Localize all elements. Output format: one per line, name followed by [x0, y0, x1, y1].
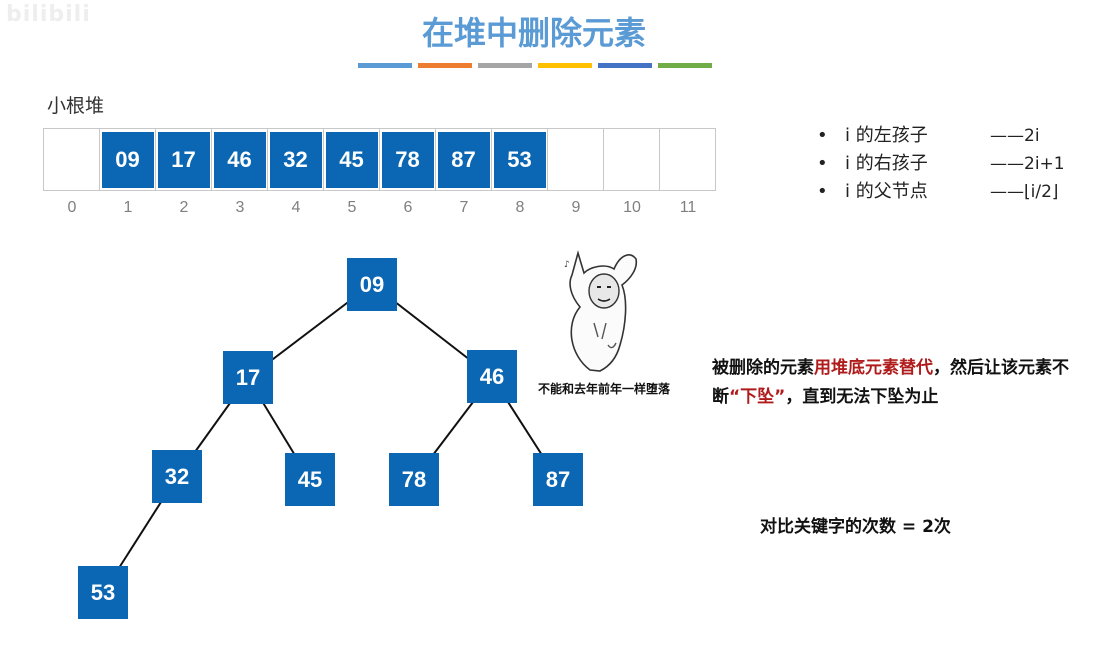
rule-label: i 的右孩子 — [845, 153, 928, 174]
stripe — [358, 63, 412, 68]
stripe — [418, 63, 472, 68]
array-cell — [43, 128, 100, 191]
tree-node: 32 — [152, 450, 202, 503]
tree-node: 53 — [78, 566, 128, 619]
rule-parent: • i 的父节点 ——⌊i/2⌋ — [817, 178, 1065, 206]
array-value: 46 — [213, 131, 266, 188]
tree-node: 09 — [347, 258, 397, 311]
title-color-stripes — [358, 63, 712, 68]
svg-text:♪: ♪ — [564, 260, 570, 270]
array-index: 0 — [67, 199, 77, 216]
array-index: 4 — [291, 199, 301, 216]
array-value: 45 — [325, 131, 378, 188]
bullet-icon: • — [817, 153, 828, 174]
array-value: 32 — [269, 131, 322, 188]
desc-emphasis: 用堆底元素替代 — [814, 358, 933, 378]
rule-label: i 的父节点 — [845, 181, 928, 202]
array-cell — [547, 128, 604, 191]
meme-caption: 不能和去年前年一样堕落 — [538, 382, 671, 396]
array-cell: 87 — [435, 128, 492, 191]
heap-array: 09 17 46 32 45 78 87 53 — [43, 128, 716, 191]
tree-node: 45 — [285, 453, 335, 506]
bilibili-watermark: bilibili — [6, 2, 91, 27]
array-index: 3 — [235, 199, 245, 216]
stripe — [658, 63, 712, 68]
array-index: 7 — [459, 199, 469, 216]
array-cell: 17 — [155, 128, 212, 191]
bullet-icon: • — [817, 181, 828, 202]
desc-text: ，然后让该元素不断 — [712, 358, 1069, 407]
array-index: 1 — [123, 199, 133, 216]
rule-formula: ——⌊i/2⌋ — [990, 182, 1059, 202]
array-value: 17 — [157, 131, 210, 188]
bullet-icon: • — [817, 125, 828, 146]
rule-right-child: • i 的右孩子 ——2i+1 — [817, 150, 1065, 178]
meme-sticker-image: ♪ — [564, 250, 638, 372]
array-cell: 45 — [323, 128, 380, 191]
page-title: 在堆中删除元素 — [421, 14, 646, 52]
array-cell: 78 — [379, 128, 436, 191]
array-value: 87 — [437, 131, 490, 188]
array-index: 11 — [679, 199, 697, 216]
tree-node: 78 — [389, 453, 439, 506]
stripe — [478, 63, 532, 68]
tree-node: 46 — [467, 350, 517, 403]
array-index: 8 — [515, 199, 525, 216]
array-index: 5 — [347, 199, 357, 216]
tree-node: 17 — [223, 351, 273, 404]
array-cell: 46 — [211, 128, 268, 191]
desc-text: ，直到无法下坠为止 — [785, 387, 939, 407]
rule-left-child: • i 的左孩子 ——2i — [817, 122, 1065, 150]
array-indices: 0 1 2 3 4 5 6 7 8 9 10 11 — [44, 199, 716, 217]
rule-label: i 的左孩子 — [845, 125, 928, 146]
array-value: 09 — [101, 131, 154, 188]
array-index: 6 — [403, 199, 413, 216]
desc-emphasis: “下坠” — [729, 387, 786, 407]
stripe — [538, 63, 592, 68]
comparison-count: 对比关键字的次数 = 2次 — [760, 517, 951, 537]
array-index: 2 — [179, 199, 189, 216]
rule-formula: ——2i+1 — [990, 154, 1065, 174]
array-cell — [659, 128, 716, 191]
array-value: 78 — [381, 131, 434, 188]
tree-node: 87 — [533, 453, 583, 506]
array-index: 9 — [571, 199, 581, 216]
index-rules-list: • i 的左孩子 ——2i • i 的右孩子 ——2i+1 • i 的父节点 —… — [817, 122, 1065, 206]
heap-label: 小根堆 — [47, 95, 105, 117]
desc-text: 被删除的元素 — [712, 358, 814, 378]
array-cell: 53 — [491, 128, 548, 191]
deletion-description: 被删除的元素用堆底元素替代，然后让该元素不断“下坠”，直到无法下坠为止 — [712, 354, 1092, 412]
array-cell: 32 — [267, 128, 324, 191]
rule-formula: ——2i — [990, 126, 1040, 146]
stripe — [598, 63, 652, 68]
array-value: 53 — [493, 131, 546, 188]
array-index: 10 — [623, 199, 641, 216]
